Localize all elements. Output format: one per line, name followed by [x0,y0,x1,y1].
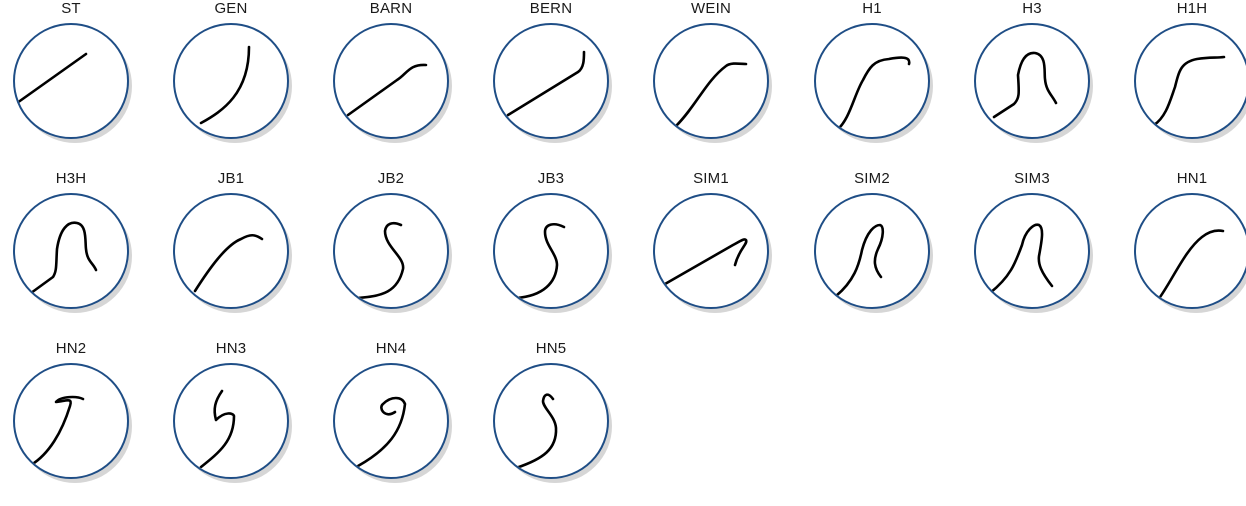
tip-cell-h3: H3 [952,0,1112,160]
tip-cell-bern: BERN [471,0,631,160]
tip-cell-hn1: HN1 [1112,170,1246,330]
tip-diagram-s-bend-long [792,0,952,160]
tip-circle [174,24,288,138]
tip-cell-sim2: SIM2 [792,170,952,330]
tip-cell-hn5: HN5 [471,340,631,500]
tip-diagram-hook-curl-open [471,340,631,500]
tip-diagram-s-bend-long-hook [1112,0,1246,160]
tip-circle [174,194,288,308]
tip-diagram-omega-hook-tall [0,170,151,330]
tip-cell-sim3: SIM3 [952,170,1112,330]
tip-circle [815,24,929,138]
tip-diagram-simmons-narrow [792,170,952,330]
tip-circle [815,194,929,308]
tip-diagram-arc-hook [151,170,311,330]
tip-cell-h3h: H3H [0,170,151,330]
tip-circle [334,364,448,478]
tip-diagram-hook-curl [311,340,471,500]
tip-circle [975,24,1089,138]
tip-diagram-gentle-curve [151,0,311,160]
tip-cell-jb2: JB2 [311,170,471,330]
tip-circle [494,24,608,138]
tip-cell-h1h: H1H [1112,0,1246,160]
tip-cell-jb1: JB1 [151,170,311,330]
tip-circle [174,364,288,478]
tip-circle [14,364,128,478]
tip-cell-hn4: HN4 [311,340,471,500]
tip-circle [654,194,768,308]
tip-circle [14,194,128,308]
tip-circle [1135,24,1246,138]
tip-diagram-straight-angled-hook [471,0,631,160]
tip-cell-sim1: SIM1 [631,170,791,330]
tip-diagram-s-bend [631,0,791,160]
tip-circle [494,364,608,478]
tip-cell-st: ST [0,0,151,160]
tip-diagram-simmons-wide [952,170,1112,330]
tip-cell-hn2: HN2 [0,340,151,500]
tip-diagram-hook-loop [151,340,311,500]
tip-cell-h1: H1 [792,0,952,160]
tip-diagram-reverse-s-tall [471,170,631,330]
tip-diagram-arc-up [1112,170,1246,330]
tip-circle [334,24,448,138]
tip-diagram-straight-recurve [631,170,791,330]
tip-circle [975,194,1089,308]
tip-cell-barn: BARN [311,0,471,160]
tip-cell-jb3: JB3 [471,170,631,330]
tip-diagram-reverse-s [311,170,471,330]
tip-cell-hn3: HN3 [151,340,311,500]
tip-diagram-straight-hook [311,0,471,160]
tip-circle [334,194,448,308]
tip-diagram-omega-hook [952,0,1112,160]
tip-circle [14,24,128,138]
tip-diagram-hook-c [0,340,151,500]
tip-cell-gen: GEN [151,0,311,160]
tip-diagram-straight [0,0,151,160]
tip-cell-wein: WEIN [631,0,791,160]
